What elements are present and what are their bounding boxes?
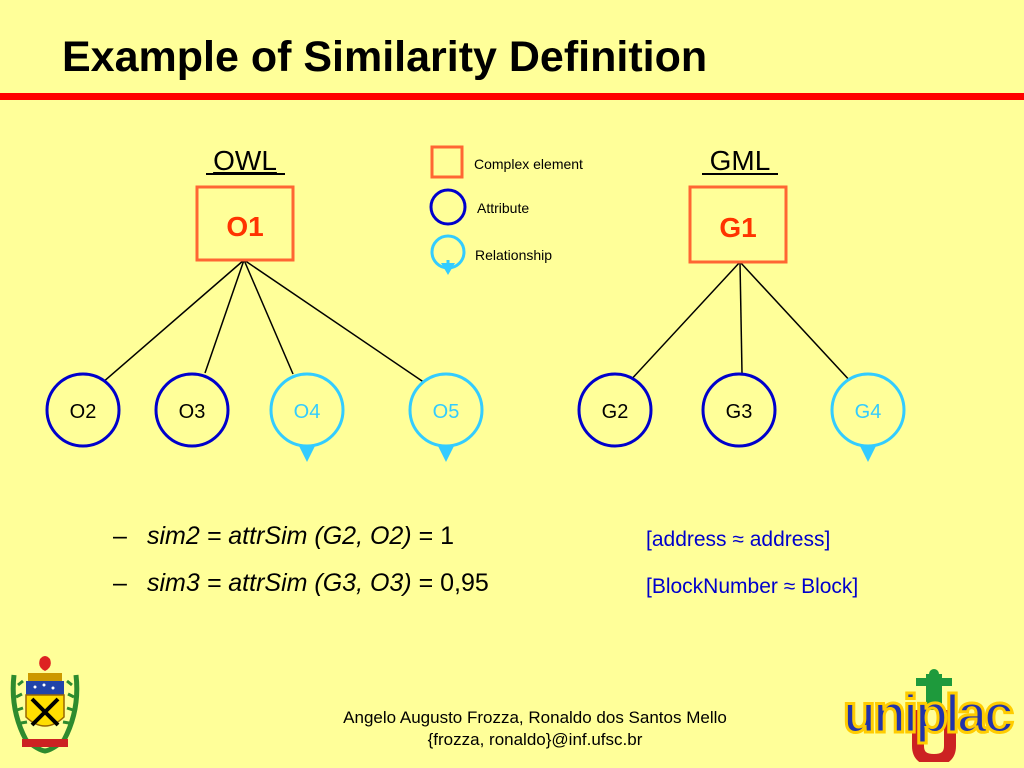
gml-child-g4: G4 xyxy=(830,372,906,462)
gml-child-g2: G2 xyxy=(577,372,653,448)
owl-child-o5-arrow-icon xyxy=(438,446,454,462)
bullet-formula: sim2 = attrSim (G2, O2) xyxy=(147,522,412,550)
owl-child-o3-label: O3 xyxy=(179,401,206,423)
title-rule xyxy=(0,93,1024,100)
owl-child-o2-label: O2 xyxy=(70,401,97,423)
bullet-note: [address ≈ address] xyxy=(646,528,831,551)
footer: Angelo Augusto Frozza, Ronaldo dos Santo… xyxy=(290,707,780,751)
slide-title: Example of Similarity Definition xyxy=(62,33,708,81)
owl-edges xyxy=(101,259,426,384)
legend-relationship-arrow-icon xyxy=(441,263,455,275)
owl-child-o5: O5 xyxy=(408,372,484,462)
owl-child-o4: O4 xyxy=(269,372,345,462)
owl-child-o3: O3 xyxy=(154,372,230,448)
bullet-formula: sim3 = attrSim (G3, O3) xyxy=(147,569,412,597)
legend-complex-element-icon xyxy=(430,145,464,179)
owl-child-o4-arrow-icon xyxy=(299,446,315,462)
owl-root-label: O1 xyxy=(226,211,263,242)
coat-of-arms-logo xyxy=(10,656,80,754)
owl-root-node xyxy=(195,185,295,262)
gml-root-node xyxy=(688,185,788,264)
gml-child-g4-arrow-icon xyxy=(860,446,876,462)
legend-attribute-icon xyxy=(429,188,467,226)
bullet-result: = 0,95 xyxy=(411,569,489,597)
footer-emails: {frozza, ronaldo}@inf.ufsc.br xyxy=(427,730,643,749)
footer-authors: Angelo Augusto Frozza, Ronaldo dos Santo… xyxy=(343,708,727,727)
bullet-note: [BlockNumber ≈ Block] xyxy=(646,575,859,598)
bullet-result: = 1 xyxy=(411,522,455,550)
owl-header: OWL xyxy=(213,145,277,176)
gml-edges xyxy=(627,261,853,384)
owl-child-o5-label: O5 xyxy=(433,401,460,423)
legend-complex-element-label: Complex element xyxy=(474,156,583,172)
uniplac-logo: uniplac xyxy=(841,669,1017,762)
owl-child-o2: O2 xyxy=(45,372,121,448)
uniplac-logo-wordmark: uniplac xyxy=(843,684,1013,744)
gml-header: GML xyxy=(710,145,771,176)
gml-child-g4-label: G4 xyxy=(855,401,882,423)
gml-root-label: G1 xyxy=(719,212,756,243)
bullet-dash: – xyxy=(113,569,127,597)
bullet-expression: sim2 = attrSim (G2, O2) = 1 xyxy=(147,522,454,551)
bullet-expression: sim3 = attrSim (G3, O3) = 0,95 xyxy=(147,569,489,598)
gml-child-g2-label: G2 xyxy=(602,401,629,423)
legend-attribute-label: Attribute xyxy=(477,200,529,216)
gml-child-g3-label: G3 xyxy=(726,401,753,423)
bullet-dash: – xyxy=(113,522,127,550)
legend-relationship-label: Relationship xyxy=(475,247,552,263)
owl-child-o4-label: O4 xyxy=(294,401,321,423)
gml-child-g3: G3 xyxy=(701,372,777,448)
